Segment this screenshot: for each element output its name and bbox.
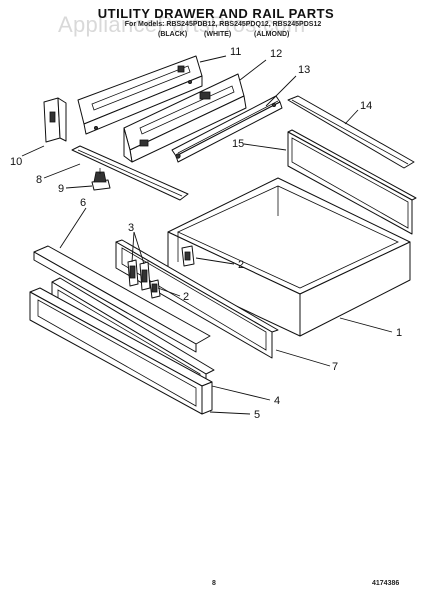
part-2-bracket-lower (149, 279, 161, 299)
watermark: AppliancePartsPros.com (58, 12, 306, 37)
color-almond: (ALMOND) (254, 31, 290, 38)
part-9-clip (91, 168, 111, 191)
part-1-drawer-box (167, 177, 411, 337)
callout-4: 4 (274, 395, 280, 407)
model-numbers: For Models: RBS245PDB12, RBS245PDQ12, RB… (124, 21, 322, 28)
callout-1: 1 (396, 327, 402, 339)
callout-14: 14 (360, 100, 372, 112)
callout-6: 6 (80, 197, 86, 209)
callout-15: 15 (232, 138, 244, 150)
part-10-bracket (43, 97, 67, 143)
callout-13: 13 (298, 64, 310, 76)
part-2-bracket-upper (181, 245, 195, 267)
color-black: (BLACK) (158, 31, 188, 38)
document-id: 4174386 (372, 580, 400, 587)
part-12-side-rail-panel (123, 73, 247, 163)
part-3-clips (127, 259, 151, 291)
part-5-outer-frame (29, 287, 213, 415)
part-13-slide-rail (171, 95, 283, 163)
page-number: 8 (212, 580, 216, 587)
part-11-rear-panel (77, 55, 203, 135)
callout-12: 12 (270, 48, 282, 60)
callout-11: 11 (230, 46, 241, 58)
color-white: (WHITE) (204, 31, 232, 38)
callout-8: 8 (36, 174, 42, 186)
part-15-side-panel (287, 129, 417, 235)
callout-2-lower: 2 (183, 291, 189, 303)
part-6-trim (33, 245, 211, 353)
leader-lines (21, 55, 393, 415)
callout-2-upper: 2 (238, 259, 244, 271)
callout-9: 9 (58, 183, 64, 195)
callout-3: 3 (128, 222, 134, 234)
part-14-long-rail (287, 95, 415, 169)
part-8-bar (71, 145, 189, 201)
callout-10: 10 (10, 156, 22, 168)
part-7-front-panel (115, 239, 279, 359)
callout-5: 5 (254, 409, 260, 421)
callout-7: 7 (332, 361, 338, 373)
diagram-title: UTILITY DRAWER AND RAIL PARTS (97, 6, 335, 21)
